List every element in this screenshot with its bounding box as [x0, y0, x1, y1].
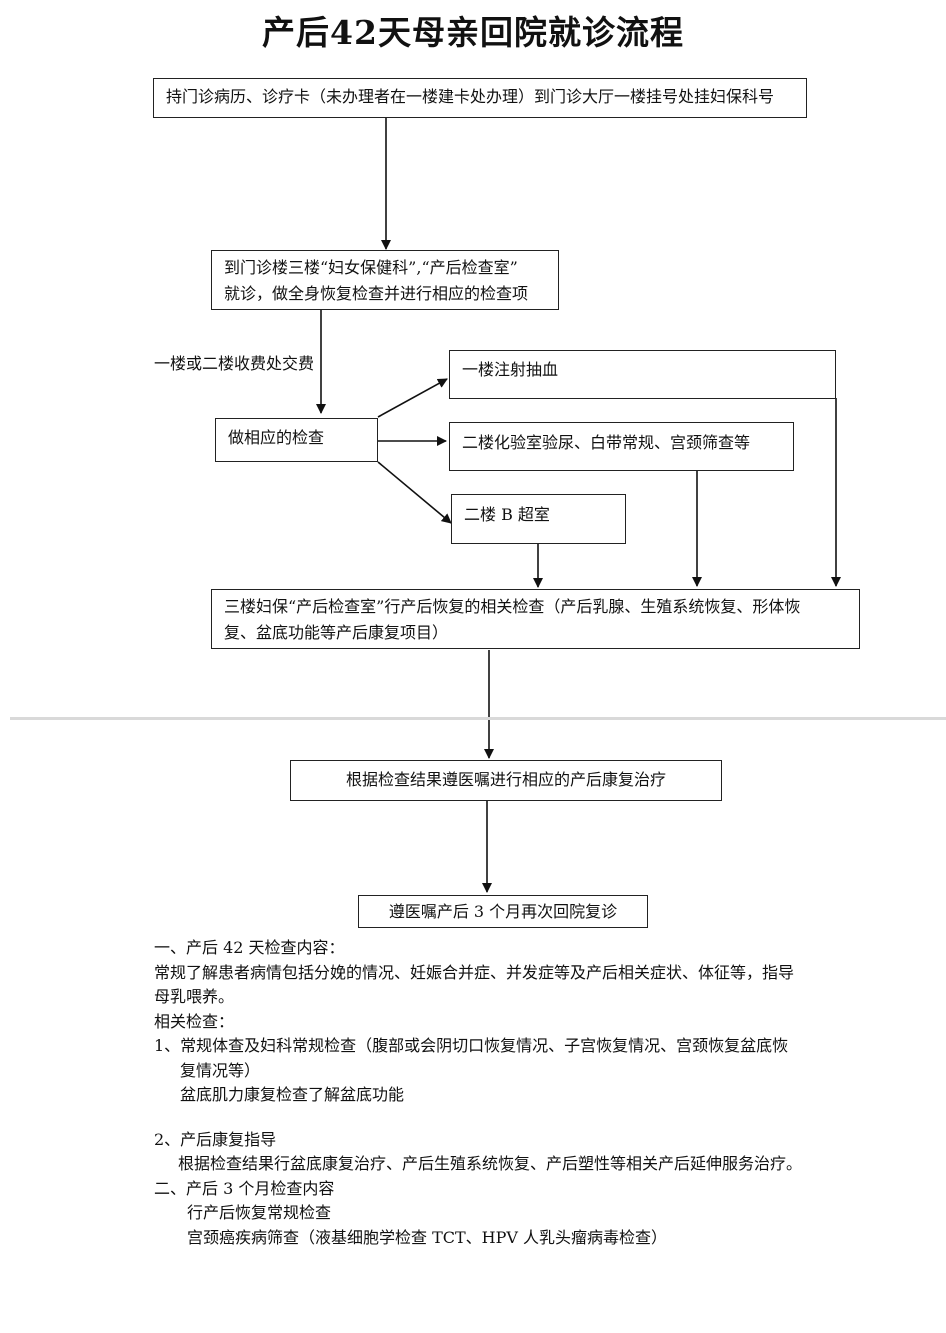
notes-section: 一、产后 42 天检查内容： 常规了解患者病情包括分娩的情况、妊娠合并症、并发症…	[154, 936, 834, 1250]
step4-box: 三楼妇保“产后检查室”行产后恢复的相关检查（产后乳腺、生殖系统恢复、形体恢 复、…	[211, 589, 860, 649]
step3-text: 做相应的检查	[228, 428, 325, 447]
notes-s1-title: 一、产后 42 天检查内容：	[154, 938, 345, 957]
step2-text-line1: 到门诊楼三楼“妇女保健科”,“产后检查室”	[224, 258, 518, 277]
notes-s2-item2: 宫颈癌疾病筛查（液基细胞学检查 TCT、HPV 人乳头瘤病毒检查）	[187, 1227, 668, 1247]
step6-text: 遵医嘱产后 3 个月再次回院复诊	[388, 902, 618, 921]
notes-item1-line2: 复情况等）	[180, 1060, 261, 1080]
branch1-box: 一楼注射抽血	[449, 350, 836, 399]
arrow-step3-to-branch1	[377, 378, 448, 418]
step1-box: 持门诊病历、诊疗卡（未办理者在一楼建卡处办理）到门诊大厅一楼挂号处挂妇保科号	[153, 78, 807, 118]
section-divider	[10, 717, 946, 720]
branch1-text: 一楼注射抽血	[462, 360, 559, 379]
branch3-text: 二楼 B 超室	[464, 505, 550, 524]
payment-label: 一楼或二楼收费处交费	[154, 354, 315, 373]
notes-s2-title: 二、产后 3 个月检查内容	[154, 1178, 335, 1198]
step4-text-line1: 三楼妇保“产后检查室”行产后恢复的相关检查（产后乳腺、生殖系统恢复、形体恢	[224, 597, 801, 616]
arrow-step3-to-branch3	[377, 461, 452, 524]
notes-item2-body: 根据检查结果行盆底康复治疗、产后生殖系统恢复、产后塑性等相关产后延伸服务治疗。	[178, 1154, 803, 1173]
notes-item2-title: 2、产后康复指导	[154, 1129, 277, 1149]
notes-item1-line3: 盆底肌力康复检查了解盆底功能	[180, 1085, 405, 1104]
branch2-text: 二楼化验室验尿、白带常规、宫颈筛查等	[462, 433, 751, 452]
step4-text-line2: 复、盆底功能等产后康复项目）	[224, 623, 449, 642]
branch3-box: 二楼 B 超室	[451, 494, 626, 544]
step5-text: 根据检查结果遵医嘱进行相应的产后康复治疗	[345, 770, 666, 789]
notes-item1-line1: 1、常规体查及妇科常规检查（腹部或会阴切口恢复情况、子宫恢复情况、宫颈恢复盆底恢	[154, 1036, 789, 1055]
notes-gap	[154, 1108, 834, 1128]
branch2-box: 二楼化验室验尿、白带常规、宫颈筛查等	[449, 422, 794, 471]
notes-s1-body-line2: 母乳喂养。	[154, 987, 235, 1006]
notes-s1-body-line1: 常规了解患者病情包括分娩的情况、妊娠合并症、并发症等及产后相关症状、体征等，指导	[154, 962, 795, 982]
notes-related-title: 相关检查：	[154, 1011, 235, 1031]
step5-box: 根据检查结果遵医嘱进行相应的产后康复治疗	[290, 760, 722, 801]
step2-box: 到门诊楼三楼“妇女保健科”,“产后检查室” 就诊，做全身恢复检查并进行相应的检查…	[211, 250, 559, 310]
step1-text: 持门诊病历、诊疗卡（未办理者在一楼建卡处办理）到门诊大厅一楼挂号处挂妇保科号	[166, 87, 775, 106]
step2-text-line2: 就诊，做全身恢复检查并进行相应的检查项	[224, 284, 529, 303]
step3-box: 做相应的检查	[215, 418, 378, 462]
step6-box: 遵医嘱产后 3 个月再次回院复诊	[358, 895, 648, 928]
page-title: 产后42天母亲回院就诊流程	[262, 13, 684, 52]
notes-s2-item1: 行产后恢复常规检查	[187, 1203, 332, 1222]
